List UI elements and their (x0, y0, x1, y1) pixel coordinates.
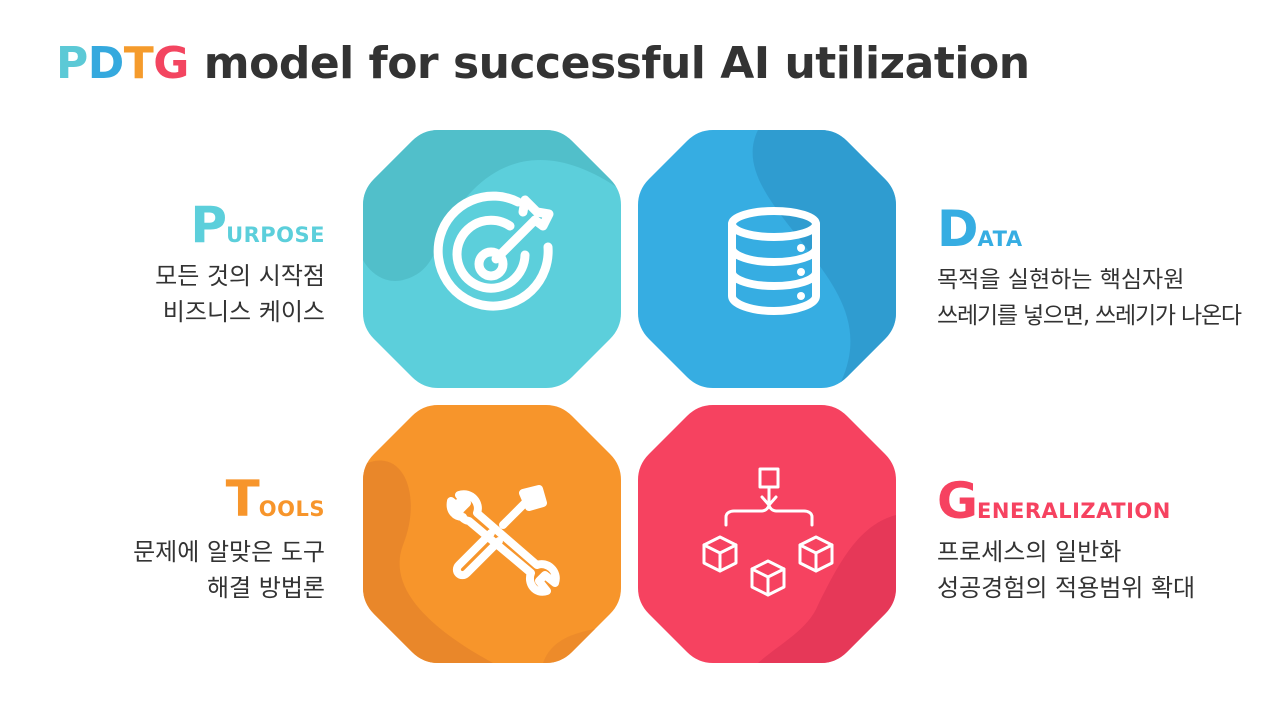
generalization-line-1: 프로세스의 일반화 (937, 538, 1122, 566)
generalization-heading: GENERALIZATION (937, 472, 1171, 530)
generalization-rest: ENERALIZATION (977, 499, 1171, 523)
purpose-description: 모든 것의 시작점 비즈니스 케이스 (155, 258, 325, 330)
data-line-2: 쓰레기를 넣으면, 쓰레기가 나온다 (937, 303, 1242, 329)
generalization-description: 프로세스의 일반화 성공경험의 적용범위 확대 (937, 534, 1195, 606)
title-rest: model for successful AI utilization (188, 38, 1030, 89)
purpose-line-2: 비즈니스 케이스 (162, 298, 325, 326)
generalization-line-2: 성공경험의 적용범위 확대 (937, 574, 1196, 602)
tools-line-2: 해결 방법론 (206, 574, 325, 602)
generalization-icon (702, 467, 834, 597)
tools-line-1: 문제에 알맞은 도구 (133, 538, 325, 566)
tools-heading: TOOLS (226, 470, 325, 528)
tools-icon (446, 485, 560, 596)
data-line-1: 목적을 실현하는 핵심자원 (937, 267, 1185, 293)
purpose-tile (363, 130, 621, 388)
purpose-heading: PURPOSE (190, 196, 325, 254)
title-letter-p: P (56, 38, 88, 89)
tools-rest: OOLS (258, 497, 325, 521)
purpose-rest: URPOSE (226, 223, 325, 247)
data-rest: ATA (977, 227, 1023, 251)
target-icon (433, 191, 554, 311)
tools-tile (363, 405, 621, 663)
data-description: 목적을 실현하는 핵심자원 쓰레기를 넣으면, 쓰레기가 나온다 (937, 262, 1242, 334)
generalization-initial: G (937, 472, 978, 530)
purpose-initial: P (190, 196, 227, 254)
data-heading: DATA (937, 200, 1023, 258)
title-letter-g: G (153, 38, 189, 89)
generalization-tile (638, 405, 896, 663)
data-initial: D (937, 200, 979, 258)
purpose-line-1: 모든 것의 시작점 (155, 262, 325, 290)
database-icon (728, 207, 820, 315)
tools-initial: T (225, 470, 260, 528)
page-title: PDTG model for successful AI utilization (56, 38, 1030, 89)
title-letter-t: T (123, 38, 154, 89)
tools-description: 문제에 알맞은 도구 해결 방법론 (133, 534, 325, 606)
title-letter-d: D (87, 38, 125, 89)
data-tile (638, 130, 896, 388)
